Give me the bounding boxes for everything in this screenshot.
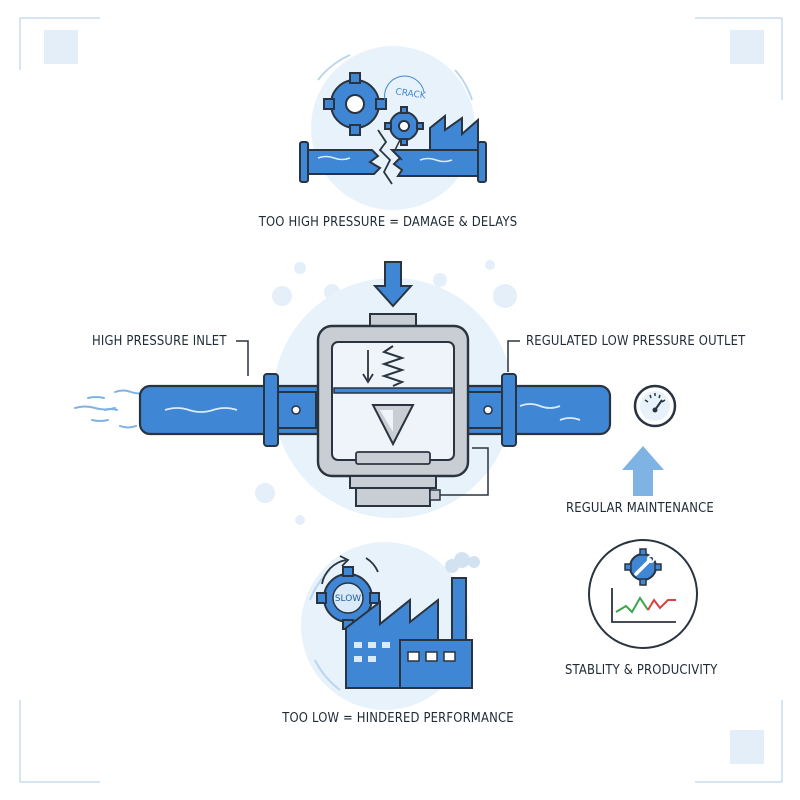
- maintenance-arrow-up-icon: [622, 446, 664, 496]
- corner-decorations: [19, 17, 783, 783]
- factory-icon: [429, 113, 479, 151]
- maintenance-label: REGULAR MAINTENANCE: [566, 500, 714, 516]
- slow-gear-icon: SLOW: [316, 566, 380, 630]
- pressure-arrow-down-icon: [372, 261, 414, 308]
- trend-line-green: [615, 596, 649, 614]
- broken-pipe-right: [389, 141, 487, 183]
- trend-line-red: [647, 598, 676, 611]
- damage-illustration: CRACK: [299, 46, 487, 210]
- pressure-gauge-icon: [633, 384, 677, 428]
- water-spray: [74, 389, 148, 429]
- gear-icon: [384, 106, 424, 146]
- too-high-pressure-label: TOO HIGH PRESSURE = DAMAGE & DELAYS: [258, 214, 518, 230]
- inlet-label: HIGH PRESSURE INLET: [92, 333, 227, 349]
- stability-illustration: [588, 539, 698, 649]
- slow-factory-illustration: SLOW: [301, 542, 480, 710]
- inlet-leader: [236, 340, 249, 376]
- broken-pipe-left: [299, 141, 382, 183]
- factory-icon: [345, 552, 480, 689]
- bubbles: [255, 260, 517, 525]
- too-low-label: TOO LOW = HINDERED PERFORMANCE: [282, 710, 514, 726]
- regulator-valve: [316, 313, 489, 507]
- slow-label: SLOW: [335, 594, 361, 604]
- outlet-leader: [507, 340, 520, 372]
- outlet-label: REGULATED LOW PRESSURE OUTLET: [526, 333, 746, 349]
- spring: [380, 345, 406, 387]
- crack-label: CRACK: [395, 87, 428, 101]
- wrench-gear-icon: [624, 548, 662, 586]
- gear-icon: [323, 72, 387, 136]
- stability-label: STABLITY & PRODUCIVITY: [565, 662, 718, 678]
